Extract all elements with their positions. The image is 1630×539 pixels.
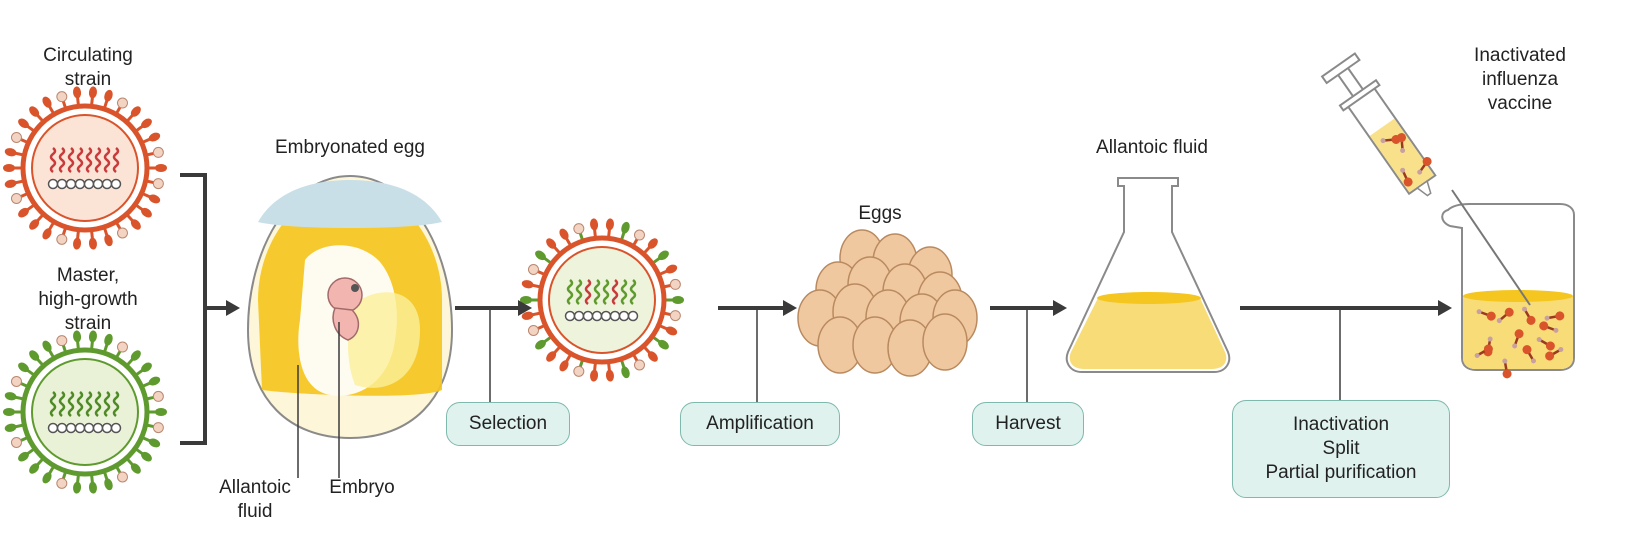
master-line-2: high-growth	[38, 289, 138, 310]
master-line-3: strain	[64, 313, 112, 334]
selection-step-box: Selection	[446, 402, 570, 446]
eggs-label: Eggs	[858, 203, 902, 224]
allantoic-line-2: fluid	[237, 501, 273, 522]
reassortant-virus-icon	[520, 218, 684, 382]
embryo-label: Embryo	[329, 477, 395, 498]
arrowhead-amplification	[783, 300, 797, 316]
amplification-label: Amplification	[706, 413, 814, 434]
inactivation-line-1: Inactivation	[1292, 414, 1390, 435]
eggs-cluster-icon	[797, 229, 978, 377]
syringe-icon	[1320, 52, 1531, 306]
arrowhead-selection	[518, 300, 532, 316]
amplification-step-box: Amplification	[680, 402, 840, 446]
master-strain-label: Master, high-growth strain	[13, 264, 163, 336]
vaccine-line-1: Inactivated	[1474, 45, 1566, 66]
inactivation-step-box: Inactivation Split Partial purification	[1232, 400, 1450, 498]
allantoic-fluid-egg-label: Allantoic fluid	[205, 476, 305, 524]
arrowhead-inactivation	[1438, 300, 1452, 316]
master-virus-icon	[3, 330, 167, 494]
circulating-strain-label: Circulating strain	[18, 44, 158, 92]
harvest-label: Harvest	[995, 413, 1061, 434]
embryonated-egg-label: Embryonated egg	[275, 137, 425, 158]
harvest-step-box: Harvest	[972, 402, 1084, 446]
merge-arrowhead	[226, 300, 240, 316]
circulating-line-1: Circulating	[43, 45, 133, 66]
embryonated-egg-icon	[246, 174, 454, 478]
allantoic-line-1: Allantoic	[219, 477, 291, 498]
circulating-line-2: strain	[64, 69, 112, 90]
inactivation-line-2: Split	[1322, 438, 1360, 459]
vaccine-line-2: influenza	[1481, 69, 1559, 90]
vaccine-label: Inactivated influenza vaccine	[1440, 44, 1600, 116]
flask-icon	[1065, 177, 1231, 373]
selection-label: Selection	[468, 413, 548, 434]
merge-bracket	[180, 173, 207, 445]
flask-label: Allantoic fluid	[1096, 137, 1208, 158]
inactivation-line-3: Partial purification	[1265, 462, 1417, 483]
master-line-1: Master,	[56, 265, 120, 286]
vaccine-line-3: vaccine	[1487, 93, 1553, 114]
beaker-icon	[1441, 203, 1575, 379]
arrowhead-harvest	[1053, 300, 1067, 316]
circulating-virus-icon	[3, 86, 167, 250]
